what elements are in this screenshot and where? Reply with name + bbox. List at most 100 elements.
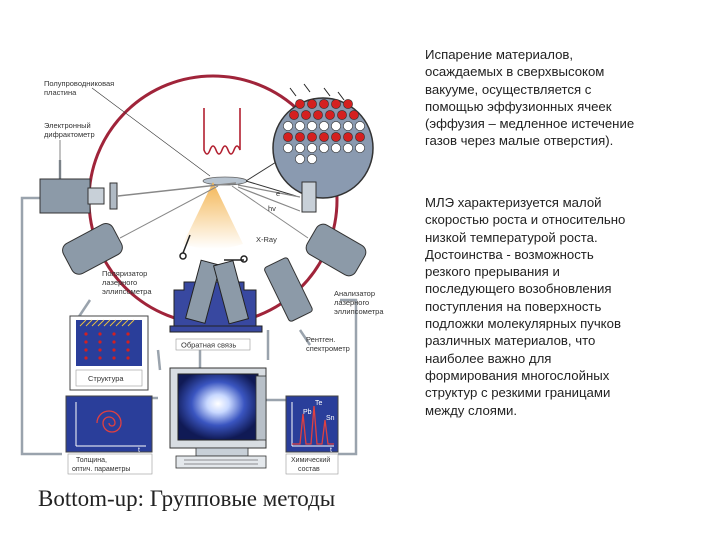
label-thickness-1: Толщина,: [76, 457, 107, 464]
atom: [331, 121, 341, 131]
diffraction-spot: [126, 340, 130, 344]
atom: [319, 132, 329, 142]
atom: [295, 121, 305, 131]
molecular-beam: [183, 182, 243, 249]
atom: [355, 121, 365, 131]
diffraction-spot: [84, 340, 88, 344]
label-xray: X-Ray: [256, 235, 277, 244]
paragraph-2-line: низкой температурой роста.: [425, 229, 598, 245]
incoming-atom-arrow: [303, 83, 311, 93]
paragraph-1-line: (эффузия – медленное истечение: [425, 116, 635, 132]
paragraph-2-line: последующего возобновления: [425, 281, 612, 297]
label-semiconductor-plate-2: пластина: [44, 88, 77, 97]
shutters: [179, 234, 248, 263]
paragraph-2-line: между слоями.: [425, 402, 518, 418]
slide-title: Bottom-up: Групповые методы: [38, 486, 336, 511]
atom: [343, 132, 353, 142]
label-reverse-side: Обратная связь: [181, 341, 236, 350]
paragraph-2-line: различных материалов, что: [425, 333, 596, 349]
label-thickness-2: оптич. параметры: [72, 466, 130, 473]
diffraction-spot: [84, 348, 88, 352]
incoming-atom-arrow: [323, 87, 331, 97]
diffraction-spot: [112, 332, 116, 336]
diffraction-spot: [112, 340, 116, 344]
diffraction-spot: [84, 332, 88, 336]
xray-detector: [264, 257, 313, 322]
diffraction-spot: [98, 356, 102, 360]
atom: [283, 143, 293, 153]
electron-gun: [39, 178, 237, 214]
effusion-cells: [169, 259, 263, 333]
atom: [307, 154, 317, 164]
atom: [319, 99, 329, 109]
atom: [331, 143, 341, 153]
connection-lines: [20, 160, 358, 456]
chemical-monitor: [285, 395, 339, 475]
polarizer-unit: [62, 223, 123, 275]
diffraction-spot: [126, 356, 130, 360]
paragraph-1-line: осаждаемых в сверхвысоком: [425, 64, 605, 80]
screen-detector: [237, 181, 317, 213]
label-xray-spectrometer-2: спектрометр: [306, 344, 350, 353]
label-electron-diffractometer-2: дифрактометр: [44, 130, 95, 139]
label-te: Te: [315, 400, 323, 407]
diffraction-spot: [126, 348, 130, 352]
diffraction-spot: [98, 332, 102, 336]
atom: [295, 143, 305, 153]
label-e: e: [276, 189, 280, 198]
atom: [349, 110, 359, 120]
label-sn: Sn: [326, 415, 335, 422]
label-electron-diffractometer: Электронный: [44, 121, 91, 130]
label-xray-spectrometer-1: Рентген.: [306, 335, 335, 344]
atom: [307, 121, 317, 131]
label-analyzer-2: лазерного: [334, 298, 369, 307]
label-pb: Pb: [303, 409, 312, 416]
lattice-zoom: [245, 83, 374, 199]
atom: [295, 99, 305, 109]
label-polarizer-3: эллипсометра: [102, 287, 152, 296]
atom: [319, 121, 329, 131]
label-analyzer-1: Анализатор: [334, 289, 375, 298]
label-hv: hv: [268, 204, 276, 213]
atom: [319, 143, 329, 153]
heater-coil-icon: [203, 108, 241, 155]
atom: [343, 121, 353, 131]
incoming-atom-arrow: [289, 87, 297, 97]
atom: [343, 99, 353, 109]
atom: [331, 99, 341, 109]
thickness-monitor: [65, 395, 153, 475]
paragraph-2-line: скоростью роста и относительно: [425, 212, 626, 228]
label-polarizer-1: Поляризатор: [102, 269, 147, 278]
label-analyzer-3: эллипсометра: [334, 307, 384, 316]
atom: [325, 110, 335, 120]
atom: [283, 132, 293, 142]
atom: [307, 99, 317, 109]
label-semiconductor-plate: Полупроводниковая: [44, 79, 114, 88]
atom: [283, 121, 293, 131]
paragraph-effusion: Испарение материалов, осаждаемых в сверх…: [425, 46, 695, 150]
incoming-atom-arrow: [337, 91, 345, 101]
label-chemical-2: состав: [298, 466, 320, 473]
label-t-axis-2: t: [330, 447, 332, 454]
atom: [307, 132, 317, 142]
paragraph-1-line: газов через малые отверстия).: [425, 133, 614, 149]
atom: [331, 132, 341, 142]
label-polarizer-2: лазерного: [102, 278, 137, 287]
atom: [289, 110, 299, 120]
paragraph-mbe: МЛЭ характеризуется малой скоростью рост…: [425, 194, 695, 419]
diffraction-spot: [98, 340, 102, 344]
label-t-axis-1: t: [138, 447, 140, 454]
paragraph-2-line: формирования многослойных: [425, 367, 610, 383]
atom: [295, 132, 305, 142]
diagram-labels: Полупроводниковая пластина Электронный д…: [44, 79, 384, 473]
atom: [313, 110, 323, 120]
diffraction-spot: [112, 348, 116, 352]
paragraph-1-line: вакууме, осуществляется с: [425, 81, 592, 97]
atom: [343, 143, 353, 153]
mbe-apparatus-diagram: Полупроводниковая пластина Электронный д…: [20, 74, 384, 475]
computer: [169, 367, 267, 469]
paragraph-2-line: структур с резкими границами: [425, 385, 611, 401]
atom: [355, 143, 365, 153]
label-structure: Структура: [88, 374, 124, 383]
paragraph-2-line: Достоинства - возможность: [425, 246, 594, 262]
